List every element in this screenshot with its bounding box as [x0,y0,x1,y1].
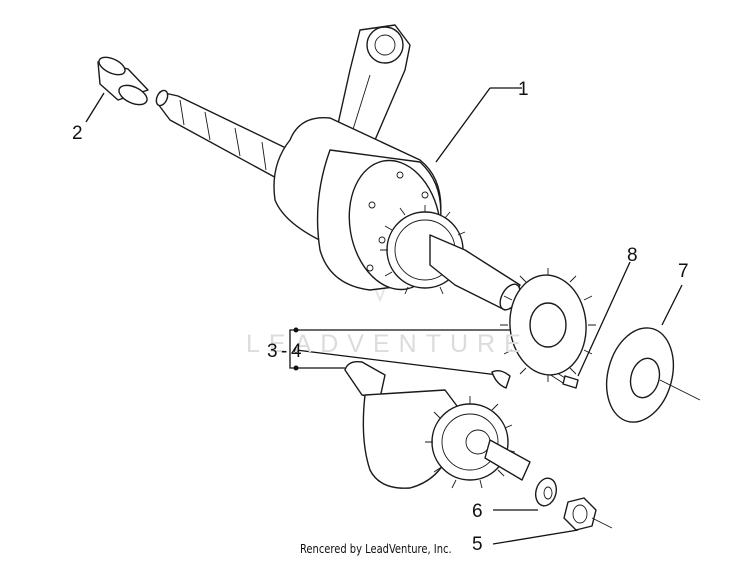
range-bracket [289,327,515,376]
nut-part [492,497,613,545]
balance-shaft-part [344,360,531,489]
key-part [491,369,511,389]
leader-line-1b [435,87,491,163]
label-large-washer: 7 [678,261,689,282]
label-crankshaft: 1 [518,79,529,100]
footer-credit: Rencered by LeadVenture, Inc. [300,542,452,556]
leader-line-2 [85,92,105,123]
watermark-text: LEADVENTURE [246,330,530,358]
label-nut: 5 [472,534,483,555]
label-small-washer: 6 [472,501,483,522]
label-screw: 8 [627,245,638,266]
label-range-start: 3 [267,341,278,362]
label-bushing: 2 [72,123,83,144]
driven-gear-part [500,268,596,382]
large-washer-part [605,284,701,423]
bushing-part [97,56,149,106]
label-range-end: 4 [291,341,302,362]
small-washer-part [493,477,558,511]
crankshaft-part [155,24,521,311]
label-range-sep: - [281,341,288,362]
